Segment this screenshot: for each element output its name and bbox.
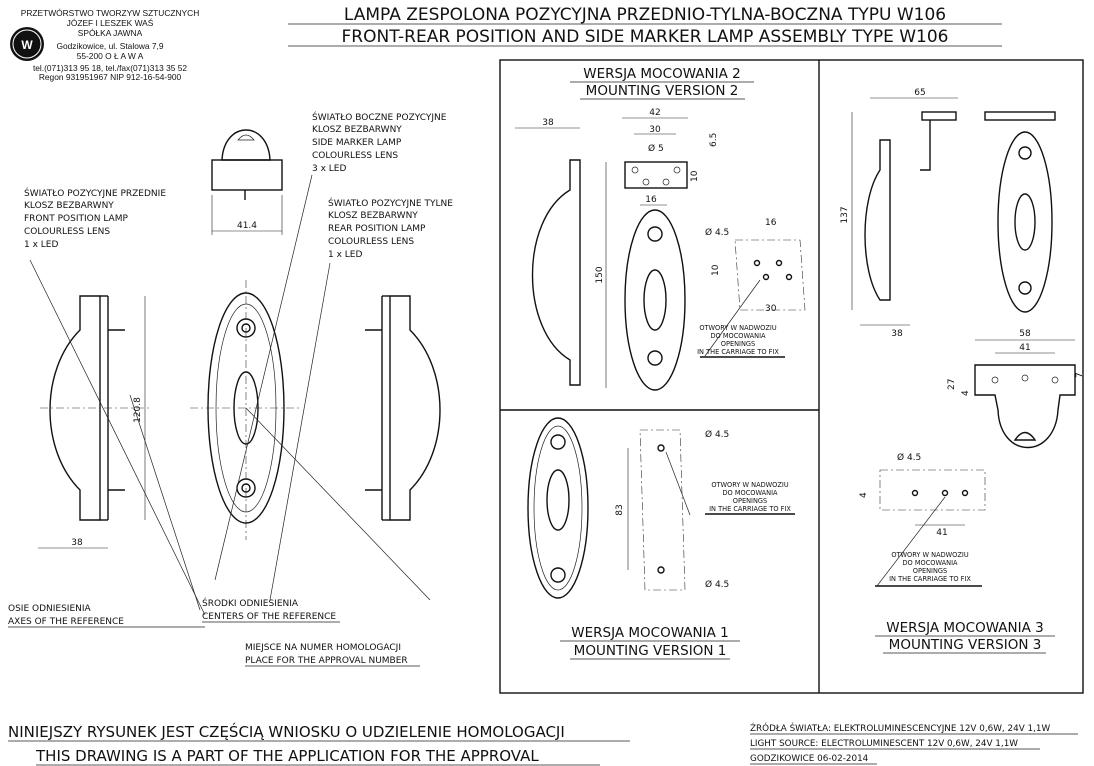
- label-line: CENTERS OF THE REFERENCE: [202, 612, 336, 622]
- openings-label: OTWORY W NADWOZIU: [891, 551, 969, 559]
- footer-pl: NINIEJSZY RYSUNEK JEST CZĘŚCIĄ WNIOSKU O…: [8, 722, 565, 741]
- label-line: MIEJSCE NA NUMER HOMOLOGACJI: [245, 643, 401, 653]
- dim-16: 16: [645, 195, 657, 205]
- openings-label: OPENINGS: [913, 567, 947, 575]
- title-pl: LAMPA ZESPOLONA POZYCYJNA PRZEDNIO-TYLNA…: [344, 5, 946, 25]
- label-axes: OSIE ODNIESIENIA AXES OF THE REFERENCE: [8, 604, 205, 628]
- label-line: ŚWIATŁO BOCZNE POZYCYJNE: [312, 111, 447, 123]
- openings-label: DO MOCOWANIA: [722, 489, 778, 497]
- mounting-version-2: WERSJA MOCOWANIA 2 MOUNTING VERSION 2 38…: [515, 66, 806, 391]
- footer-en: THIS DRAWING IS A PART OF THE APPLICATIO…: [35, 747, 539, 765]
- label-line: KLOSZ BEZBARWNY: [312, 125, 402, 135]
- label-line: COLOURLESS LENS: [328, 237, 414, 247]
- dim-41: 41: [1019, 343, 1030, 353]
- openings-label: IN THE CARRIAGE TO FIX: [889, 575, 971, 583]
- version-3-en: MOUNTING VERSION 3: [889, 637, 1042, 653]
- label-line: 1 x LED: [328, 250, 362, 260]
- openings-label: IN THE CARRIAGE TO FIX: [697, 348, 779, 356]
- company-line: PRZETWÓRSTWO TWORZYW SZTUCZNYCH: [21, 8, 200, 18]
- dim-65: 65: [914, 88, 925, 98]
- label-line: PLACE FOR THE APPROVAL NUMBER: [245, 656, 408, 666]
- dim-hole-16: 16: [765, 218, 777, 228]
- label-line: ŚRODKI ODNIESIENIA: [202, 597, 299, 609]
- label-line: COLOURLESS LENS: [312, 151, 398, 161]
- dim-hole-41: 41: [936, 528, 947, 538]
- dim-30: 30: [649, 125, 661, 135]
- dim-d5: Ø 5: [648, 143, 664, 154]
- openings-label: OTWORY W NADWOZIU: [699, 324, 777, 332]
- label-line: OSIE ODNIESIENIA: [8, 604, 92, 614]
- label-line: COLOURLESS LENS: [24, 227, 110, 237]
- mounting-frame: [499, 59, 1084, 694]
- label-line: SIDE MARKER LAMP: [312, 138, 402, 148]
- label-line: 3 x LED: [312, 164, 346, 174]
- dim-150: 150: [595, 266, 605, 283]
- company-line: Godzikowice, ul. Stalowa 7,9: [56, 41, 163, 51]
- dim-27: 27: [947, 379, 957, 390]
- dim-58: 58: [1019, 329, 1031, 339]
- dim-137: 137: [840, 206, 850, 223]
- openings-label: OPENINGS: [721, 340, 755, 348]
- dim-height: 120.8: [133, 397, 143, 423]
- dim-hole: Ø 4.5: [897, 452, 921, 463]
- openings-label: OTWORY W NADWOZIU: [711, 481, 789, 489]
- mounting-version-1: 83 Ø 4.5 Ø 4.5 OTWORY W NADWOZIU DO MOCO…: [527, 417, 795, 660]
- dim-hole: Ø 4.5: [705, 227, 729, 238]
- company-line: tel.(071)313 95 18, tel./fax(071)313 35 …: [33, 63, 187, 73]
- version-2-en: MOUNTING VERSION 2: [586, 83, 739, 99]
- company-line: SPÓŁKA JAWNA: [78, 28, 143, 38]
- label-line: KLOSZ BEZBARWNY: [24, 201, 114, 211]
- version-1-pl: WERSJA MOCOWANIA 1: [571, 625, 728, 641]
- dim-hole-bottom: Ø 4.5: [705, 579, 729, 590]
- company-line: JÓZEF I LESZEK WAŚ: [67, 17, 154, 28]
- openings-label: DO MOCOWANIA: [902, 559, 958, 567]
- label-line: REAR POSITION LAMP: [328, 224, 426, 234]
- mounting-version-3: 65 137 38 58 41 27 4 7 Ø 4.5 4 41 OTWORY…: [840, 88, 1085, 654]
- dim-hole-10: 10: [711, 264, 721, 276]
- dim-42: 42: [649, 108, 660, 118]
- title-en: FRONT-REAR POSITION AND SIDE MARKER LAMP…: [342, 27, 949, 47]
- dim-hole-30: 30: [765, 304, 777, 314]
- company-header: W PRZETWÓRSTWO TWORZYW SZTUCZNYCH JÓZEF …: [10, 8, 199, 82]
- label-approval: MIEJSCE NA NUMER HOMOLOGACJI PLACE FOR T…: [245, 643, 420, 667]
- label-line: ŚWIATŁO POZYCYJNE PRZEDNIE: [24, 187, 166, 199]
- dim-depth: 38: [542, 118, 554, 128]
- openings-label: OPENINGS: [733, 497, 767, 505]
- label-line: KLOSZ BEZBARWNY: [328, 211, 418, 221]
- dim-hole-top: Ø 4.5: [705, 429, 729, 440]
- light-source-en: LIGHT SOURCE: ELECTROLUMINESCENT 12V 0,6…: [750, 739, 1018, 749]
- place-date: GODZIKOWICE 06-02-2014: [750, 754, 869, 764]
- label-line: FRONT POSITION LAMP: [24, 214, 128, 224]
- label-rear-position: ŚWIATŁO POZYCYJNE TYLNE KLOSZ BEZBARWNY …: [328, 197, 453, 260]
- label-front-position: ŚWIATŁO POZYCYJNE PRZEDNIE KLOSZ BEZBARW…: [24, 187, 166, 250]
- openings-label: IN THE CARRIAGE TO FIX: [709, 505, 791, 513]
- dim-83: 83: [615, 504, 625, 515]
- openings-label: DO MOCOWANIA: [710, 332, 766, 340]
- dim-6-5: 6.5: [709, 133, 719, 147]
- company-logo: W: [10, 27, 44, 61]
- main-lamp-views: 41.4 120.8 38: [29, 129, 441, 616]
- dim-4: 4: [961, 390, 971, 396]
- label-side-marker: ŚWIATŁO BOCZNE POZYCYJNE KLOSZ BEZBARWNY…: [312, 111, 447, 174]
- version-1-en: MOUNTING VERSION 1: [574, 643, 727, 659]
- svg-text:W: W: [21, 38, 33, 52]
- company-line: 55-200 O Ł A W A: [77, 51, 144, 61]
- dim-10: 10: [690, 170, 700, 182]
- label-line: ŚWIATŁO POZYCYJNE TYLNE: [328, 197, 453, 209]
- dim-38: 38: [891, 329, 903, 339]
- company-line: Regon 931951967 NIP 912-16-54-900: [39, 72, 182, 82]
- version-2-pl: WERSJA MOCOWANIA 2: [583, 66, 740, 82]
- dim-depth: 38: [71, 538, 83, 548]
- dim-hole-4: 4: [859, 492, 869, 498]
- light-source-pl: ŹRÓDŁA ŚWIATŁA: ELEKTROLUMINESCENCYJNE 1…: [750, 722, 1051, 734]
- dim-7: 7: [1075, 372, 1085, 378]
- label-line: 1 x LED: [24, 240, 58, 250]
- dim-width-top: 41.4: [237, 221, 257, 231]
- version-3-pl: WERSJA MOCOWANIA 3: [886, 620, 1043, 636]
- label-centers: ŚRODKI ODNIESIENIA CENTERS OF THE REFERE…: [202, 597, 340, 623]
- label-line: AXES OF THE REFERENCE: [8, 617, 124, 627]
